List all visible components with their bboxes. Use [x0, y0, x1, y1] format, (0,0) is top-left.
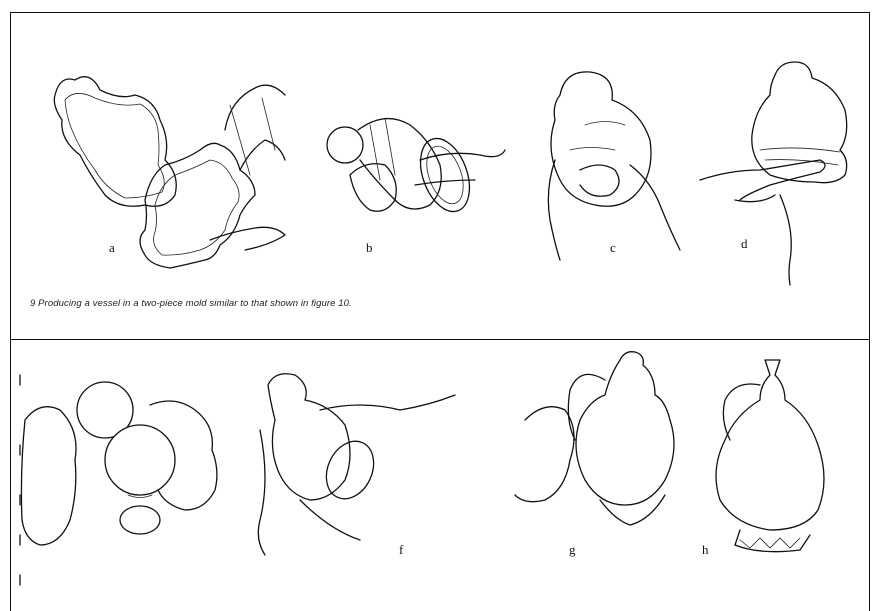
illustration-d	[700, 62, 847, 285]
label-c: c	[610, 240, 616, 256]
illustration-h	[716, 360, 824, 552]
illustration-c	[548, 72, 680, 260]
label-b: b	[366, 240, 373, 256]
label-f: f	[399, 542, 403, 558]
label-d: d	[741, 236, 748, 252]
illustration-b	[327, 118, 505, 218]
label-a: a	[109, 240, 115, 256]
illustration-g	[515, 352, 674, 525]
label-h: h	[702, 542, 709, 558]
label-g: g	[569, 542, 576, 558]
illustration-a	[54, 77, 285, 268]
figure-caption: 9 Producing a vessel in a two-piece mold…	[30, 298, 352, 309]
illustration-f	[258, 374, 455, 555]
illustration-e	[21, 382, 216, 545]
